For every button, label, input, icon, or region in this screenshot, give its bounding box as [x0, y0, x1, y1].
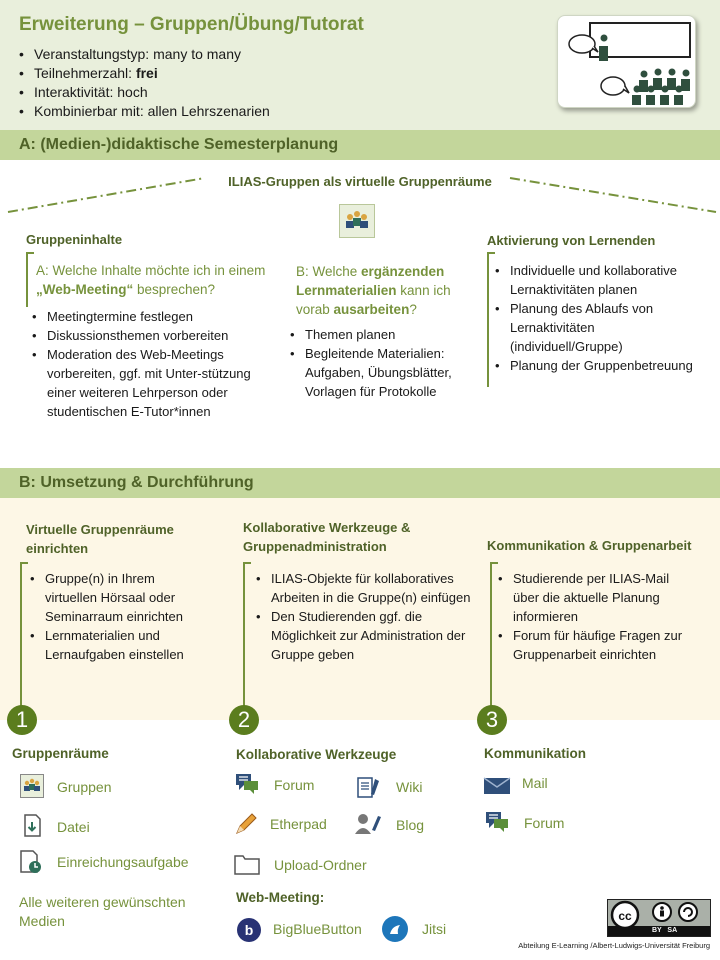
- col1-list: Meetingtermine festlegen Diskussionsthem…: [32, 307, 262, 421]
- tool-upload-ordner[interactable]: Upload-Ordner: [274, 857, 367, 873]
- section-a-bar: A: (Medien-)didaktische Semesterplanung: [0, 130, 720, 160]
- folder-icon: [234, 853, 260, 877]
- list-item: Meetingtermine festlegen: [32, 307, 262, 326]
- b-col1-list: Gruppe(n) in Ihrem virtuellen Hörsaal od…: [30, 569, 210, 664]
- b-col2-list: ILIAS-Objekte für kollaboratives Arbeite…: [256, 569, 476, 664]
- col3-bracket-line: [487, 252, 489, 387]
- fact-item: Veranstaltungstyp: many to many: [19, 45, 270, 64]
- section-a-title: A: (Medien-)didaktische Semesterplanung: [19, 136, 339, 153]
- list-item: Forum für häufige Fragen zur Gruppenarbe…: [498, 626, 698, 664]
- forum-icon: [485, 810, 509, 834]
- step-number-2: 2: [229, 705, 259, 735]
- b-col3-list: Studierende per ILIAS-Mail über die aktu…: [498, 569, 698, 664]
- section-b-title: B: Umsetzung & Durchführung: [19, 474, 254, 491]
- facts-list: Veranstaltungstyp: many to many Teilnehm…: [19, 45, 270, 121]
- jitsi-icon: [381, 915, 408, 942]
- list-item: Studierende per ILIAS-Mail über die aktu…: [498, 569, 698, 626]
- forum-icon: [235, 772, 259, 796]
- tool-jitsi[interactable]: Jitsi: [422, 921, 447, 937]
- tools-col1-extra: Alle weiteren gewünschten Medien: [19, 894, 186, 929]
- col1-heading: Gruppeninhalte: [26, 232, 123, 247]
- list-item: Individuelle und kollaborative Lernaktiv…: [495, 261, 705, 299]
- col1-bracket-tick: [26, 252, 34, 254]
- center-title: ILIAS-Gruppen als virtuelle Gruppenräume: [228, 174, 492, 189]
- bigbluebutton-icon: b: [236, 917, 261, 942]
- file-icon: [20, 813, 44, 837]
- page-title: Erweiterung – Gruppen/Übung/Tutorat: [19, 14, 364, 35]
- mail-icon: [483, 776, 511, 800]
- list-item: ILIAS-Objekte für kollaboratives Arbeite…: [256, 569, 476, 607]
- b-col3-bracket-tick: [490, 562, 498, 564]
- list-item: Diskussionsthemen vorbereiten: [32, 326, 262, 345]
- tool-wiki[interactable]: Wiki: [396, 779, 423, 795]
- tool-blog[interactable]: Blog: [396, 817, 425, 833]
- b-col3-bracket-line: [490, 562, 492, 708]
- tool-bigbluebutton[interactable]: BigBlueButton: [273, 921, 362, 937]
- col2-question: B: Welche ergänzenden Lernmaterialien ka…: [296, 264, 451, 317]
- list-item: Den Studierenden ggf. die Möglichkeit zu…: [256, 607, 476, 664]
- fact-item: Teilnehmerzahl: frei: [19, 64, 270, 83]
- col3-bracket-tick: [487, 252, 495, 254]
- col3-list: Individuelle und kollaborative Lernaktiv…: [495, 261, 705, 375]
- license-text: BY SA: [652, 927, 678, 934]
- tool-einreichungsaufgabe[interactable]: Einreichungsaufgabe: [57, 854, 189, 870]
- fact-item: Interaktivität: hoch: [19, 83, 270, 102]
- presentation-illustration-icon: [557, 15, 696, 108]
- tools-col2-heading: Kollaborative Werkzeuge: [236, 747, 397, 762]
- cc-license-badge-icon: cc BY SA: [607, 899, 711, 937]
- tools-col3-heading: Kommunikation: [484, 746, 587, 761]
- svg-text:cc: cc: [618, 909, 632, 923]
- etherpad-pencil-icon: [233, 811, 257, 835]
- tool-etherpad[interactable]: Etherpad: [270, 816, 327, 832]
- list-item: Planung des Ablaufs von Lernaktivitäten …: [495, 299, 705, 356]
- blog-icon: [354, 812, 381, 836]
- b-col1-heading: Virtuelle Gruppenräume einrichten: [26, 522, 174, 556]
- tool-mail[interactable]: Mail: [522, 775, 548, 791]
- b-col2-heading: Kollaborative Werkzeuge & Gruppenadminis…: [243, 520, 411, 554]
- tool-datei[interactable]: Datei: [57, 819, 90, 835]
- group-icon: [20, 774, 44, 798]
- assignment-icon: [18, 849, 42, 873]
- list-item: Planung der Gruppenbetreuung: [495, 356, 705, 375]
- col2-list: Themen planen Begleitende Materialien: A…: [290, 325, 480, 401]
- b-col2-bracket-line: [243, 562, 245, 708]
- col1-bracket-line: [26, 252, 28, 307]
- svg-text:b: b: [245, 922, 254, 938]
- b-col1-bracket-line: [20, 562, 22, 708]
- step-number-3: 3: [477, 705, 507, 735]
- tool-forum-communication[interactable]: Forum: [524, 815, 565, 831]
- tools-col1-heading: Gruppenräume: [12, 746, 109, 761]
- b-col1-bracket-tick: [20, 562, 28, 564]
- dashed-roof-lines: [7, 177, 717, 213]
- tool-forum[interactable]: Forum: [274, 777, 315, 793]
- col1-question: A: Welche Inhalte möchte ich in einem „W…: [36, 263, 266, 297]
- step-number-1: 1: [7, 705, 37, 735]
- footer-text: Abteilung E-Learning /Albert-Ludwigs-Uni…: [518, 941, 710, 950]
- list-item: Moderation des Web-Meetings vorbereiten,…: [32, 345, 262, 421]
- b-col2-bracket-tick: [243, 562, 251, 564]
- fact-item: Kombinierbar mit: allen Lehrszenarien: [19, 102, 270, 121]
- web-meeting-heading: Web-Meeting:: [236, 890, 325, 905]
- list-item: Themen planen: [290, 325, 480, 344]
- wiki-icon: [355, 775, 379, 799]
- b-col3-heading: Kommunikation & Gruppenarbeit: [487, 538, 692, 553]
- group-icon: [339, 204, 375, 238]
- tool-gruppen[interactable]: Gruppen: [57, 779, 112, 795]
- list-item: Lernmaterialien und Lernaufgaben einstel…: [30, 626, 210, 664]
- list-item: Begleitende Materialien: Aufgaben, Übung…: [290, 344, 480, 401]
- section-b-bar: B: Umsetzung & Durchführung: [0, 468, 720, 498]
- list-item: Gruppe(n) in Ihrem virtuellen Hörsaal od…: [30, 569, 210, 626]
- col3-heading: Aktivierung von Lernenden: [487, 233, 656, 248]
